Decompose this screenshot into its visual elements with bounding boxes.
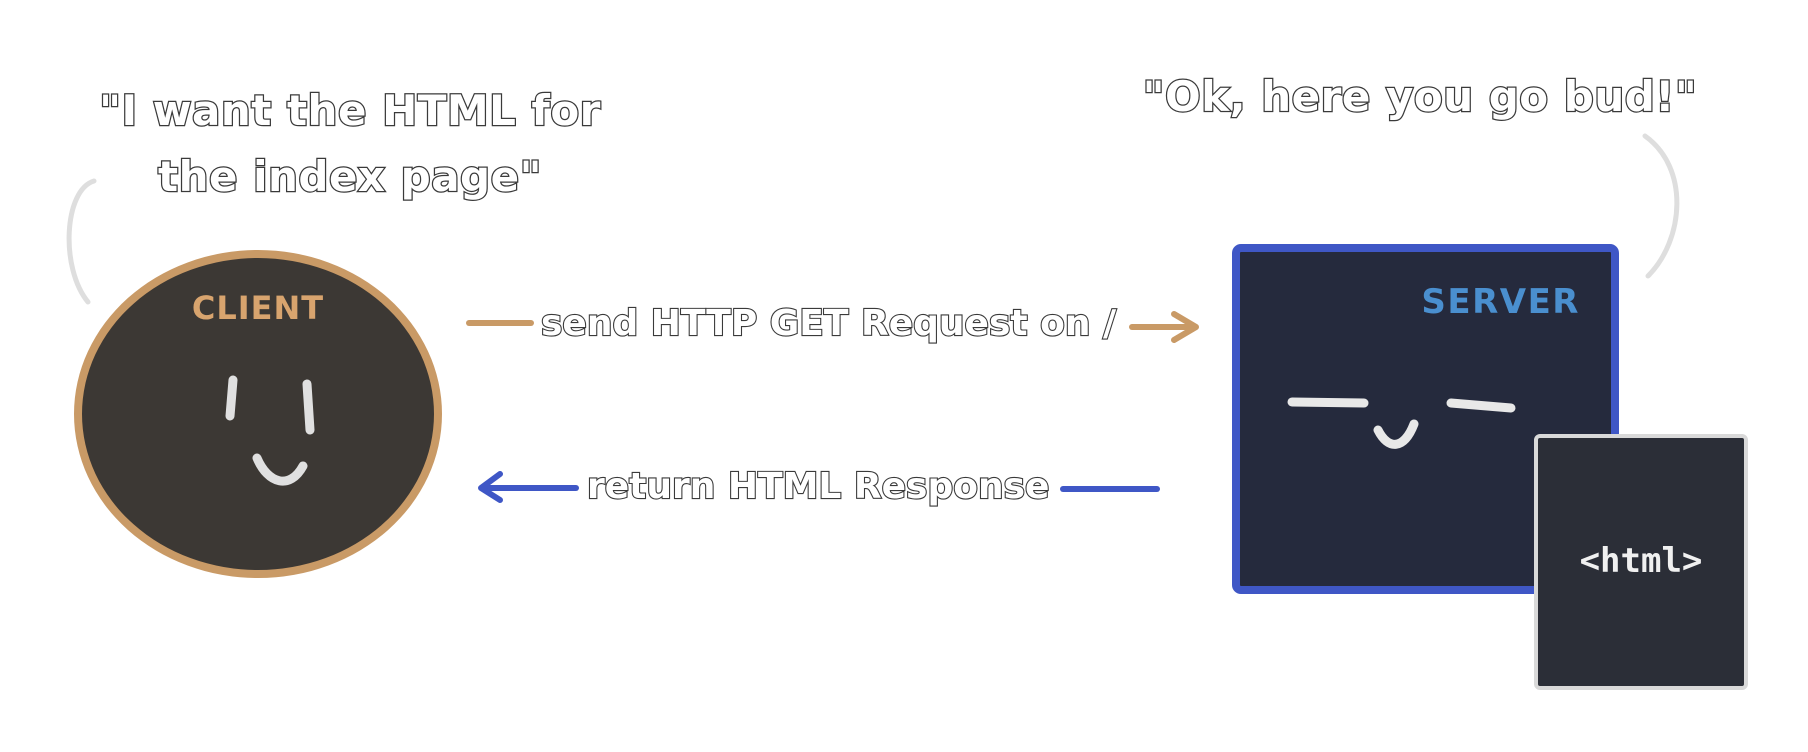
client-speech-line-1: "I want the HTML for	[98, 85, 602, 137]
html-document-card	[1534, 434, 1748, 690]
server-mouth	[1373, 419, 1419, 449]
request-arrow-label: send HTTP GET Request on /	[540, 302, 1117, 345]
client-speech-tail	[66, 178, 97, 305]
request-arrow	[466, 311, 1199, 343]
client-right-eye	[302, 379, 315, 435]
request-arrow-head	[1171, 311, 1199, 343]
response-arrow-label: return HTML Response	[586, 465, 1051, 508]
server-left-eye	[1287, 397, 1369, 408]
server-label: SERVER	[1421, 282, 1580, 322]
client-mouth	[252, 453, 308, 486]
html-document-label: <html>	[1579, 541, 1703, 581]
server-speech-tail	[1642, 133, 1680, 279]
client-speech-line-2: the index page"	[157, 151, 543, 203]
client-left-eye	[225, 375, 238, 421]
response-arrow	[478, 471, 1160, 503]
client-speech: "I want the HTML for the index page"	[70, 78, 630, 210]
response-arrow-head	[478, 471, 503, 503]
server-right-eye	[1446, 398, 1516, 413]
client-label: CLIENT	[191, 289, 325, 327]
client-face	[225, 375, 315, 486]
client-node	[74, 250, 442, 578]
server-face	[1287, 397, 1516, 449]
server-speech: "Ok, here you go bud!"	[1141, 71, 1698, 123]
